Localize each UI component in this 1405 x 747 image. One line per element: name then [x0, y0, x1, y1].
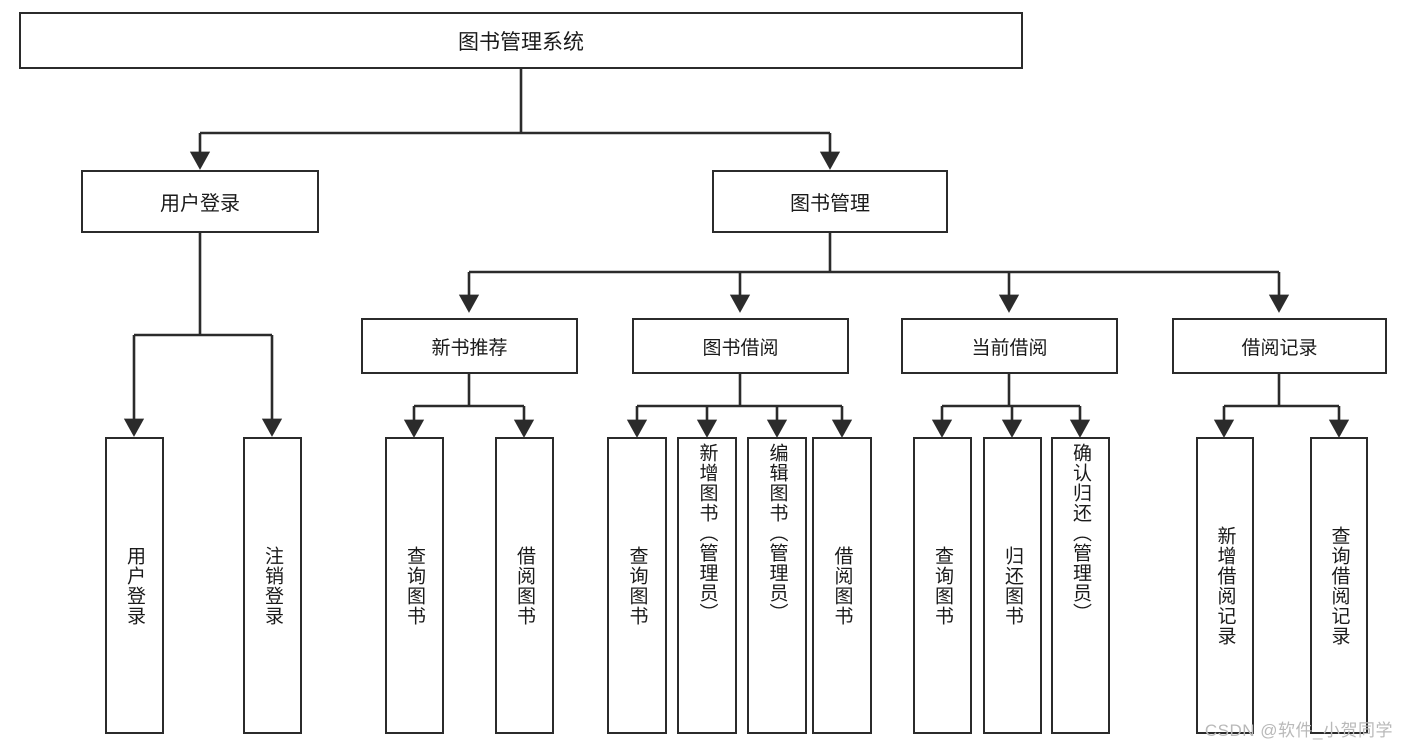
node-book-borrow[interactable]: 图书借阅	[632, 318, 849, 374]
node-label: 编辑图书（管理员）	[766, 443, 788, 623]
node-label: 查询图书	[626, 545, 648, 626]
leaf-query-book-3[interactable]: 查询图书	[913, 437, 972, 734]
node-label: 确认归还（管理员）	[1070, 443, 1091, 623]
node-label: 注销登录	[262, 545, 283, 626]
node-label: 查询图书	[404, 545, 425, 626]
node-label: 查询借阅记录	[1328, 525, 1350, 646]
node-label: 查询图书	[932, 545, 953, 626]
node-user-login[interactable]: 用户登录	[81, 170, 319, 233]
leaf-return-book[interactable]: 归还图书	[983, 437, 1042, 734]
leaf-borrow-book-1[interactable]: 借阅图书	[495, 437, 554, 734]
leaf-borrow-book-2[interactable]: 借阅图书	[812, 437, 872, 734]
node-label: 借阅记录	[1241, 337, 1318, 359]
leaf-logout-login[interactable]: 注销登录	[243, 437, 302, 734]
node-label: 用户登录	[160, 193, 240, 215]
node-label: 新增图书（管理员）	[696, 443, 718, 623]
node-label: 借阅图书	[831, 545, 853, 626]
node-book-management[interactable]: 图书管理	[712, 170, 948, 233]
node-label: 借阅图书	[514, 545, 535, 626]
leaf-query-borrow-record[interactable]: 查询借阅记录	[1310, 437, 1368, 734]
node-label: 图书借阅	[702, 337, 779, 359]
node-new-book-recommend[interactable]: 新书推荐	[361, 318, 578, 374]
node-label: 图书管理	[790, 193, 870, 215]
leaf-edit-book-admin[interactable]: 编辑图书（管理员）	[747, 437, 807, 734]
node-borrow-record[interactable]: 借阅记录	[1172, 318, 1387, 374]
node-label: 新书推荐	[431, 337, 508, 359]
leaf-confirm-return-admin[interactable]: 确认归还（管理员）	[1051, 437, 1110, 734]
node-label: 用户登录	[124, 545, 145, 626]
watermark-text: CSDN @软件_小贺同学	[1204, 721, 1393, 740]
leaf-add-borrow-record[interactable]: 新增借阅记录	[1196, 437, 1254, 734]
node-label: 图书管理系统	[458, 30, 584, 54]
node-current-borrow[interactable]: 当前借阅	[901, 318, 1118, 374]
leaf-user-login[interactable]: 用户登录	[105, 437, 164, 734]
leaf-add-book-admin[interactable]: 新增图书（管理员）	[677, 437, 737, 734]
node-root-system[interactable]: 图书管理系统	[19, 12, 1023, 69]
node-label: 归还图书	[1002, 545, 1023, 626]
leaf-query-book-2[interactable]: 查询图书	[607, 437, 667, 734]
leaf-query-book-1[interactable]: 查询图书	[385, 437, 444, 734]
node-label: 当前借阅	[971, 337, 1048, 359]
node-label: 新增借阅记录	[1214, 525, 1236, 646]
